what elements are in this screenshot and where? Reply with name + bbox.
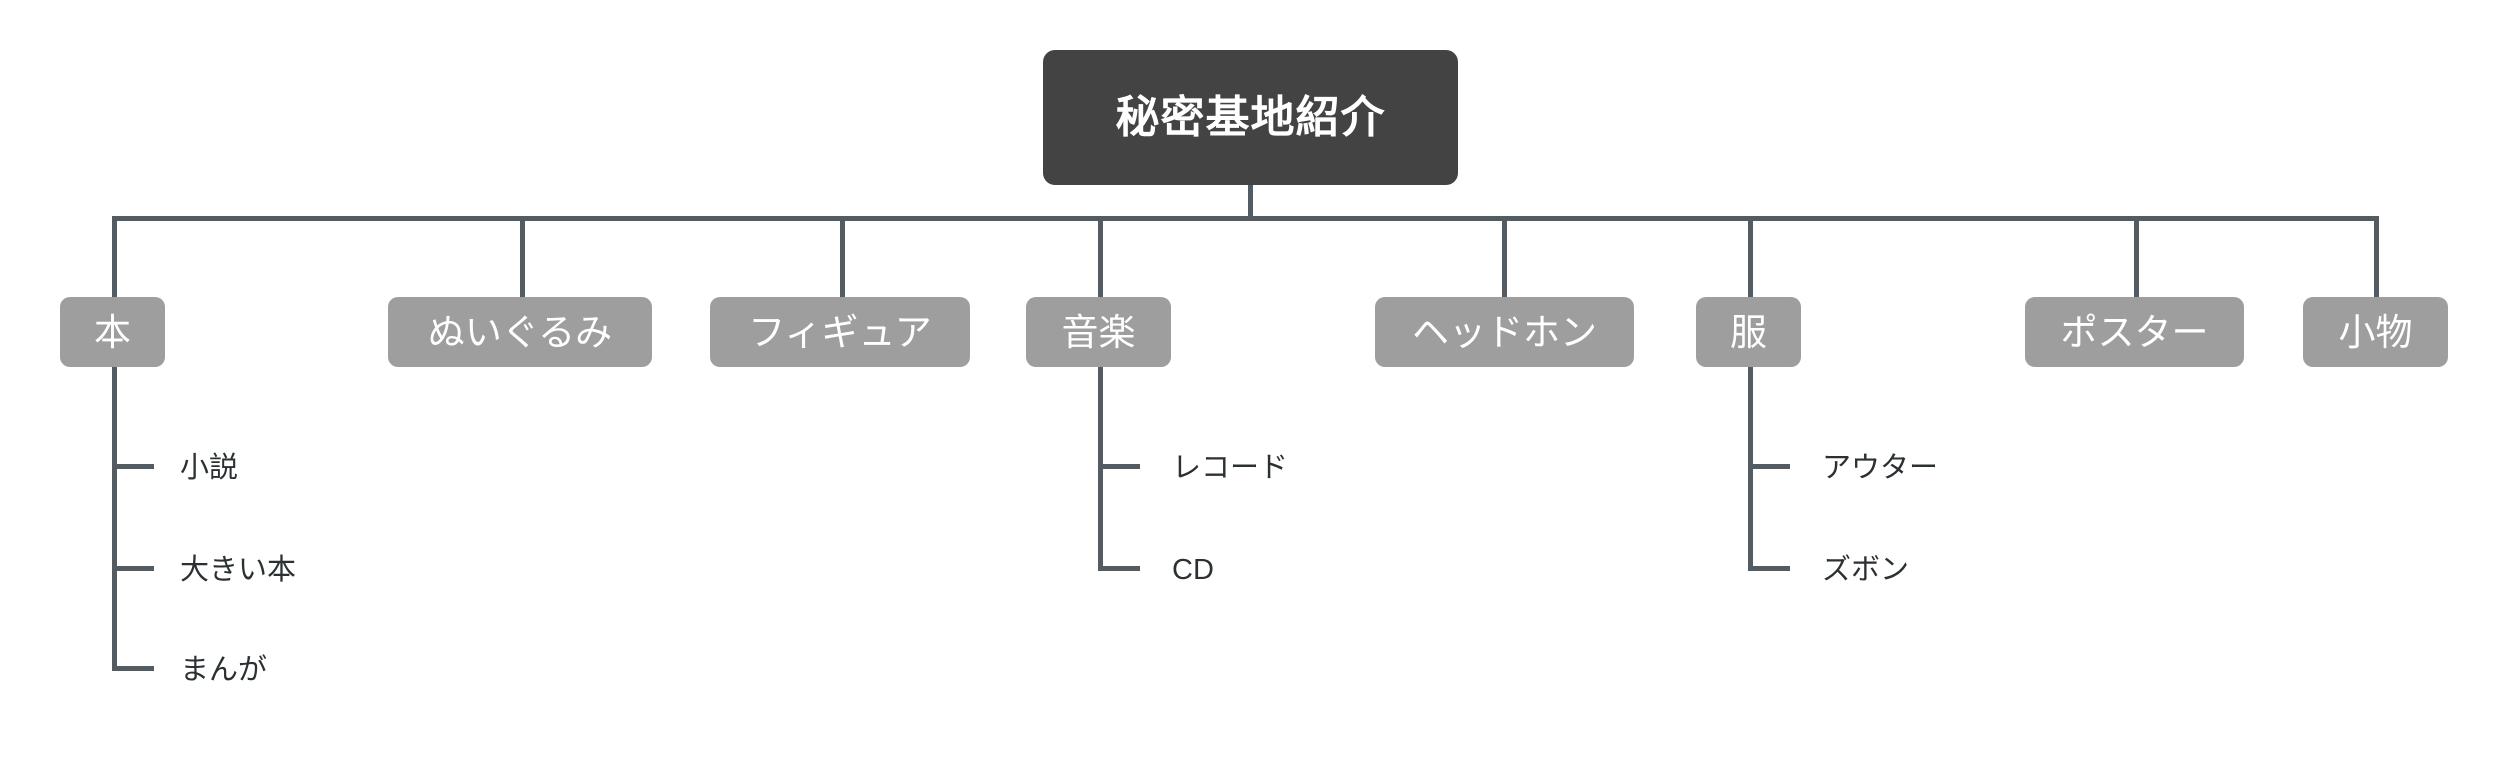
leaf-label-fuku-1[interactable]: ズボン	[1822, 554, 1910, 586]
drop-connector-headphone	[1502, 216, 1507, 301]
leaf-tick-fuku-1	[1748, 566, 1790, 571]
root-stem-connector	[1248, 185, 1253, 221]
drop-connector-komono	[2374, 216, 2379, 301]
category-node-figure[interactable]: フィギュア	[710, 297, 970, 367]
category-node-komono[interactable]: 小物	[2303, 297, 2448, 367]
leaf-tick-ongaku-0	[1098, 464, 1140, 469]
category-node-label: 小物	[2338, 311, 2413, 353]
drop-connector-ongaku	[1098, 216, 1103, 301]
leaf-label-fuku-0[interactable]: アウター	[1822, 452, 1939, 484]
category-node-poster[interactable]: ポスター	[2025, 297, 2244, 367]
leaf-label-ongaku-1[interactable]: CD	[1172, 554, 1214, 586]
leaf-tick-hon-1	[112, 566, 154, 571]
branch-spine-hon	[112, 367, 117, 669]
leaf-tick-hon-0	[112, 464, 154, 469]
drop-connector-hon	[112, 216, 117, 301]
root-node[interactable]: 秘密基地紹介	[1043, 50, 1458, 185]
leaf-tick-ongaku-1	[1098, 566, 1140, 571]
category-node-label: フィギュア	[748, 311, 932, 353]
leaf-label-hon-2[interactable]: まんが	[180, 654, 268, 686]
category-node-label: ぬいぐるみ	[427, 311, 613, 353]
drop-connector-fuku	[1748, 216, 1753, 301]
category-node-ongaku[interactable]: 音楽	[1026, 297, 1171, 367]
leaf-label-ongaku-0[interactable]: レコード	[1172, 452, 1289, 484]
drop-connector-figure	[840, 216, 845, 301]
category-node-fuku[interactable]: 服	[1696, 297, 1801, 367]
drop-connector-nuigurumi	[520, 216, 525, 301]
category-node-label: ポスター	[2060, 311, 2209, 353]
category-node-hon[interactable]: 本	[60, 297, 165, 367]
root-node-label: 秘密基地紹介	[1115, 92, 1386, 142]
drop-connector-poster	[2134, 216, 2139, 301]
level2-bus-connector	[112, 216, 2376, 221]
category-node-label: 服	[1730, 311, 1767, 353]
category-node-label: ヘッドホン	[1412, 311, 1597, 353]
category-node-label: 音楽	[1061, 311, 1136, 353]
leaf-tick-fuku-0	[1748, 464, 1790, 469]
category-node-headphone[interactable]: ヘッドホン	[1375, 297, 1634, 367]
category-node-label: 本	[94, 311, 131, 353]
leaf-label-hon-1[interactable]: 大きい本	[180, 554, 297, 586]
leaf-label-hon-0[interactable]: 小説	[180, 452, 239, 484]
category-node-nuigurumi[interactable]: ぬいぐるみ	[388, 297, 652, 367]
leaf-tick-hon-2	[112, 666, 154, 671]
